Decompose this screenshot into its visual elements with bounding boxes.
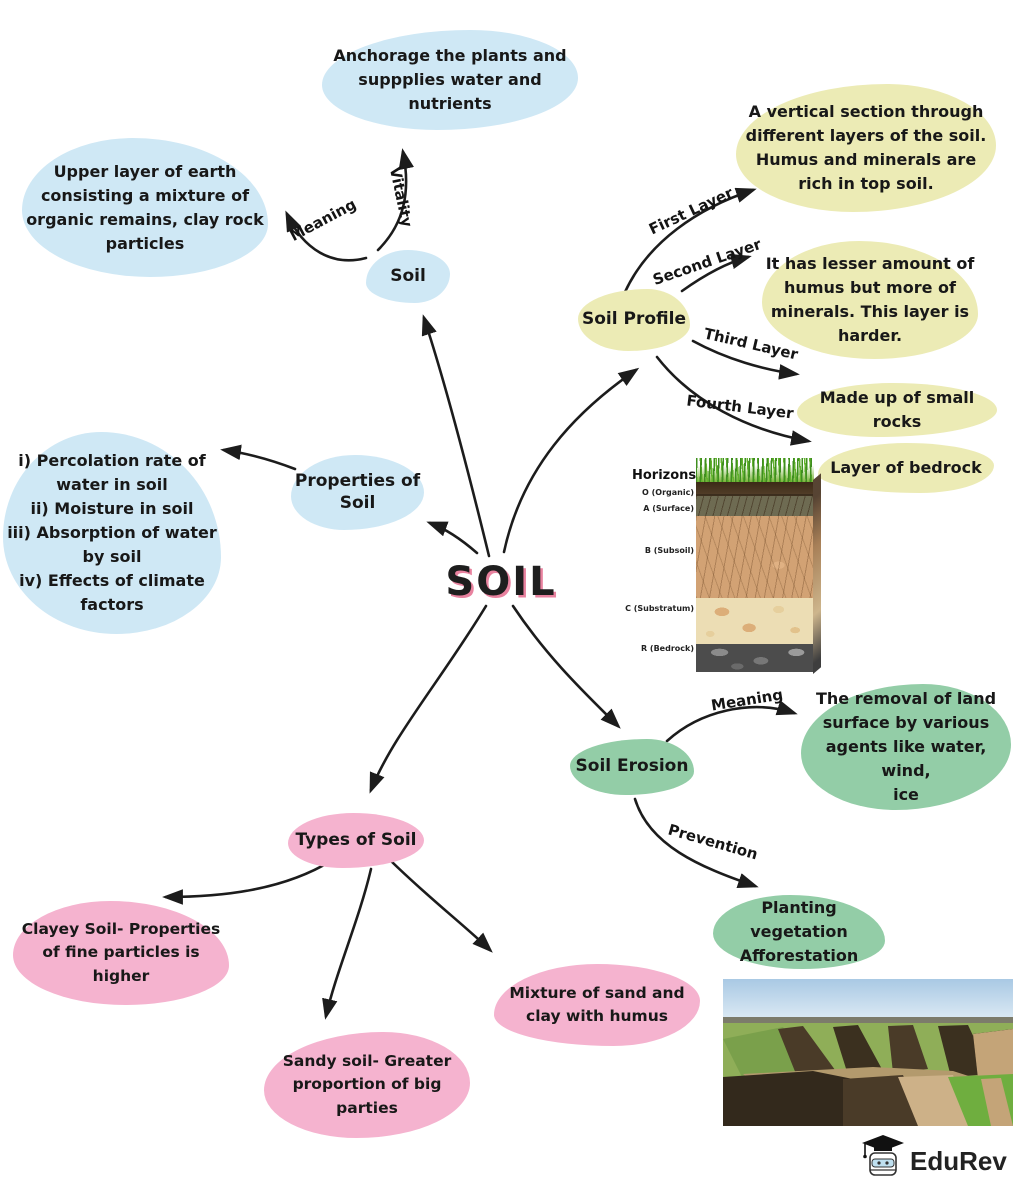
photo-gully [833, 1025, 883, 1075]
edge-label-vitality: Vitality [385, 165, 417, 229]
soil-erosion-photo [723, 979, 1013, 1126]
photo-slope [973, 1029, 1013, 1079]
arrow-center-to-soil [421, 314, 491, 558]
soil-horizons-figure: Horizons O (Organic) A (Surface) B (Subs… [622, 452, 822, 680]
arrow-types-to-sandy [322, 867, 373, 1020]
edge-label-erosion-meaning: Meaning [709, 685, 785, 715]
photo-gully [778, 1026, 838, 1079]
horizon-label-a: A (Surface) [643, 504, 694, 513]
horizon-label-b: B (Subsoil) [644, 546, 694, 555]
page-title: SOIL [445, 559, 557, 605]
substratum-layer [696, 598, 814, 644]
bedrock-layer [696, 644, 814, 672]
edurev-mascot-icon [862, 1135, 904, 1176]
horizon-label-c: C (Substratum) [625, 604, 694, 613]
photo-gully-foreground [981, 1078, 1013, 1126]
horizons-title: Horizons [632, 468, 697, 483]
note-second-layer: It has lesser amount of humus but more o… [762, 241, 978, 359]
note-loamy-soil: Mixture of sand and clay with humus [494, 964, 700, 1046]
node-types-of-soil: Types of Soil [288, 813, 424, 868]
note-first-layer: A vertical section through different lay… [736, 84, 996, 212]
note-vitality: Anchorage the plants and suppplies water… [322, 30, 578, 130]
soil-block-illustration [696, 458, 821, 674]
arrow-center-to-soil-profile [502, 367, 640, 554]
photo-dark-ravine [723, 1071, 853, 1126]
note-sandy-soil: Sandy soil- Greater proportion of big pa… [264, 1032, 470, 1138]
arrow-center-to-erosion [511, 604, 621, 729]
note-soil-meaning: Upper layer of earth consisting a mixtur… [22, 138, 268, 277]
edge-label-prevention: Prevention [666, 820, 760, 864]
subsoil-layer [696, 516, 814, 598]
photo-gully [888, 1025, 928, 1073]
note-properties: i) Percolation rate of water in soil ii)… [3, 432, 221, 634]
node-soil-erosion: Soil Erosion [570, 739, 694, 795]
horizon-label-r: R (Bedrock) [640, 644, 694, 653]
arrow-erosion-meaning [665, 700, 798, 743]
edge-label-second-layer: Second Layer [650, 235, 764, 289]
arrow-types-to-loamy [389, 859, 493, 953]
node-soil-profile: Soil Profile [578, 289, 690, 351]
edurev-wordmark: EduRev [910, 1146, 1007, 1176]
node-soil: Soil [366, 250, 450, 303]
block-side-face [813, 473, 821, 674]
arrow-center-to-properties [426, 521, 479, 555]
surface-layer [696, 496, 814, 516]
arrow-properties-to-note [220, 444, 297, 471]
edurev-logo: EduRev [862, 1135, 1007, 1176]
note-clayey-soil: Clayey Soil- Properties of fine particle… [13, 901, 229, 1005]
note-third-layer: Made up of small rocks [797, 383, 997, 437]
node-properties-of-soil: Properties of Soil [291, 455, 424, 530]
arrow-types-to-clayey [162, 859, 333, 905]
organic-layer [696, 482, 814, 496]
grass-layer [696, 458, 814, 482]
edge-label-first-layer: First Layer [646, 183, 736, 239]
note-erosion-meaning: The removal of land surface by various a… [801, 684, 1011, 810]
photo-treeline [723, 1017, 1013, 1025]
edge-label-fourth-layer: Fourth Layer [685, 391, 795, 423]
note-erosion-prevention: Planting vegetation Afforestation [713, 895, 885, 969]
edge-label-meaning: Meaning [286, 195, 360, 245]
arrow-center-to-types [369, 604, 488, 794]
horizon-label-o: O (Organic) [642, 488, 694, 497]
note-fourth-layer: Layer of bedrock [818, 443, 994, 493]
